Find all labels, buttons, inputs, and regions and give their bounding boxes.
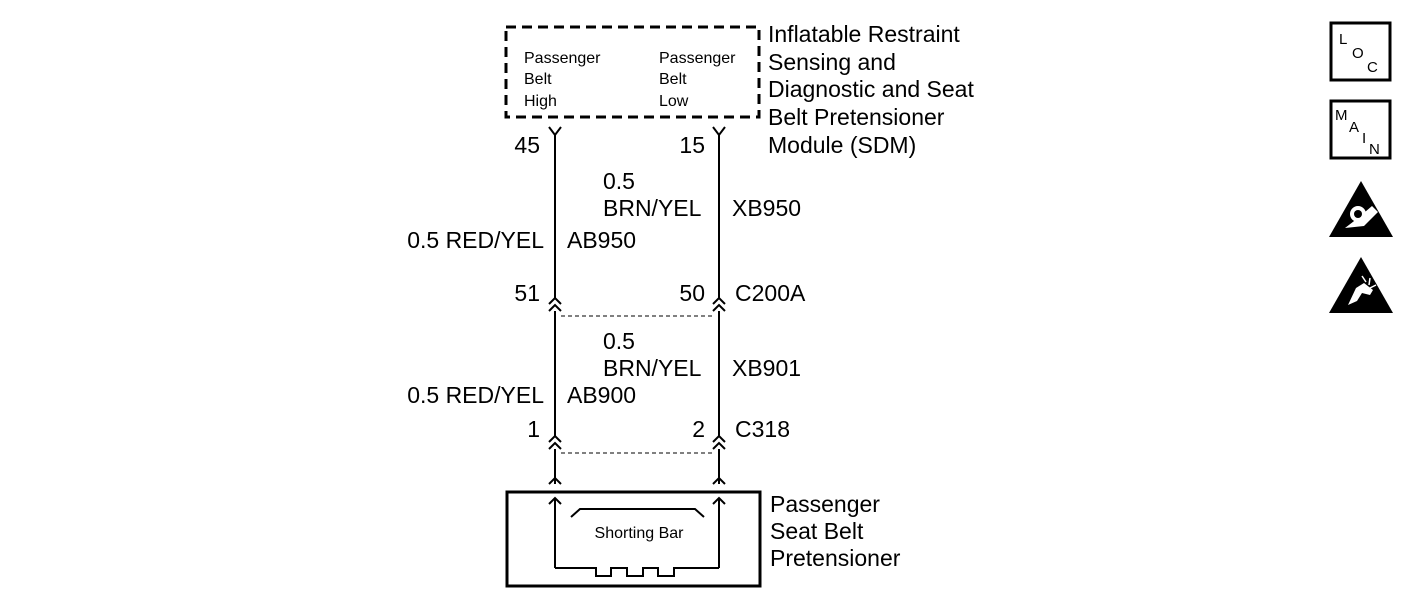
c318-pin-left: 1 xyxy=(527,416,540,442)
sdm-title-line-1: Inflatable Restraint xyxy=(768,21,960,47)
main-icon[interactable]: M A I N xyxy=(1329,99,1392,160)
c200a-name: C200A xyxy=(735,280,806,306)
wire-ab900-size-color: 0.5 RED/YEL xyxy=(407,382,544,408)
wire-ab950-size-color: 0.5 RED/YEL xyxy=(407,227,544,253)
stub-arrow-left xyxy=(548,476,562,485)
sdm-pin-left-label-2: Belt xyxy=(524,71,552,88)
wire-ab950-circuit: AB950 xyxy=(567,227,636,253)
c318-pin-right: 2 xyxy=(692,416,705,442)
main-icon-letter-n: N xyxy=(1369,141,1380,158)
c318-terminal-left xyxy=(548,434,562,450)
sdm-title-line-4: Belt Pretensioner xyxy=(768,104,945,130)
wire-xb901-color: BRN/YEL xyxy=(603,355,702,381)
c200a-pin-right: 50 xyxy=(679,280,705,306)
sdm-pin-right-label-2: Belt xyxy=(659,71,687,88)
c200a-terminal-left xyxy=(548,296,562,312)
wire-xb901-circuit: XB901 xyxy=(732,355,801,381)
shorting-bar-loop xyxy=(555,567,719,577)
esd-warning-icon xyxy=(1329,257,1393,313)
sdm-title-line-5: Module (SDM) xyxy=(768,132,916,158)
main-icon-letter-m: M xyxy=(1335,107,1348,124)
wire-xb901-size: 0.5 xyxy=(603,328,635,354)
main-icon-letter-a: A xyxy=(1349,119,1359,136)
pretensioner-terminal-right xyxy=(712,496,726,568)
wire-xb950-circuit: XB950 xyxy=(732,195,801,221)
c318-terminal-right xyxy=(712,434,726,450)
pretensioner-box xyxy=(505,490,762,588)
sdm-pin-left-label-1: Passenger xyxy=(524,50,601,67)
sdm-pin-right-label-1: Passenger xyxy=(659,50,736,67)
loc-icon-letter-c: C xyxy=(1367,59,1378,76)
c200a-pin-left: 51 xyxy=(514,280,540,306)
sdm-pin-right-number: 15 xyxy=(679,132,705,158)
loc-icon[interactable]: L O C xyxy=(1329,21,1392,82)
wire-xb950-size: 0.5 xyxy=(603,168,635,194)
wire-xb950-color: BRN/YEL xyxy=(603,195,702,221)
shorting-bar-label: Shorting Bar xyxy=(595,525,685,542)
sdm-pin-right-label-3: Low xyxy=(659,93,689,110)
c200a-terminal-right xyxy=(712,296,726,312)
shorting-bar-bracket xyxy=(570,508,705,518)
pretensioner-terminal-left xyxy=(548,496,562,568)
pretensioner-label-3: Pretensioner xyxy=(770,545,901,571)
pretensioner-label-1: Passenger xyxy=(770,491,880,517)
sdm-title-line-2: Sensing and xyxy=(768,49,896,75)
stub-arrow-right xyxy=(712,476,726,485)
sdm-title-line-3: Diagnostic and Seat xyxy=(768,76,974,102)
airbag-warning-icon xyxy=(1329,181,1393,237)
sdm-pin-left-label-3: High xyxy=(524,93,557,110)
main-icon-letter-i: I xyxy=(1362,130,1366,147)
sdm-pin-left-number: 45 xyxy=(514,132,540,158)
c318-name: C318 xyxy=(735,416,790,442)
pretensioner-label-2: Seat Belt xyxy=(770,518,864,544)
loc-icon-letter-o: O xyxy=(1352,45,1364,62)
wire-ab900-circuit: AB900 xyxy=(567,382,636,408)
loc-icon-letter-l: L xyxy=(1339,31,1347,48)
sdm-module-box xyxy=(504,25,761,119)
